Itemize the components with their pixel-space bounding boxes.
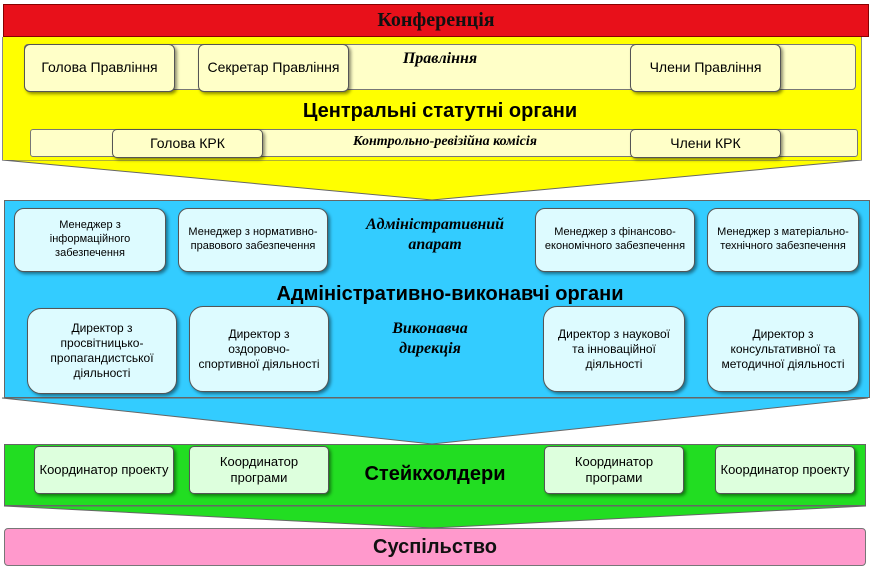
board-label: Правління	[402, 50, 478, 67]
coordinator-box-4: Координатор проекту	[715, 446, 855, 494]
conference-label: Конференція	[377, 9, 495, 31]
central-organs-title: Центральні статутні органи	[302, 99, 578, 122]
board-secretary-box: Секретар Правління	[198, 44, 349, 92]
board-head-box: Голова Правління	[24, 44, 175, 92]
manager-box-1: Менеджер з інформаційного забезпечення	[14, 208, 166, 272]
arrow-stakeholders-to-society	[3, 505, 867, 529]
arrow-central-to-admin	[1, 159, 863, 201]
society-label: Суспільство	[373, 535, 497, 558]
director-box-1: Директор з просвітницько-пропагандистськ…	[27, 308, 177, 394]
audit-label: Контрольно-ревізійна комісія	[353, 134, 537, 150]
audit-members-box: Члени КРК	[630, 129, 781, 158]
apparatus-label: Адміністративний апарат	[365, 216, 505, 253]
stakeholders-title: Стейкхолдери	[364, 462, 506, 485]
conference-bar: Конференція	[3, 4, 869, 37]
audit-head-box: Голова КРК	[112, 129, 263, 158]
manager-box-3: Менеджер з фінансово-економічного забезп…	[535, 208, 695, 272]
manager-box-4: Менеджер з матеріально-технічного забезп…	[707, 208, 859, 272]
board-members-box: Члени Правління	[630, 44, 781, 92]
society-bar: Суспільство	[4, 528, 866, 566]
directorate-label: Виконавча дирекція	[392, 320, 468, 357]
coordinator-box-1: Координатор проекту	[34, 446, 174, 494]
director-box-4: Директор з консультативної та методичної…	[707, 306, 859, 392]
director-box-2: Директор з оздоровчо-спортивної діяльнос…	[189, 306, 329, 392]
arrow-admin-to-stakeholders	[1, 397, 869, 445]
manager-box-2: Менеджер з нормативно-правового забезпеч…	[178, 208, 328, 272]
admin-organs-title: Адміністративно-виконавчі органи	[276, 282, 624, 305]
director-box-3: Директор з наукової та інноваційної діял…	[543, 306, 685, 392]
coordinator-box-3: Координатор програми	[544, 446, 684, 494]
coordinator-box-2: Координатор програми	[189, 446, 329, 494]
